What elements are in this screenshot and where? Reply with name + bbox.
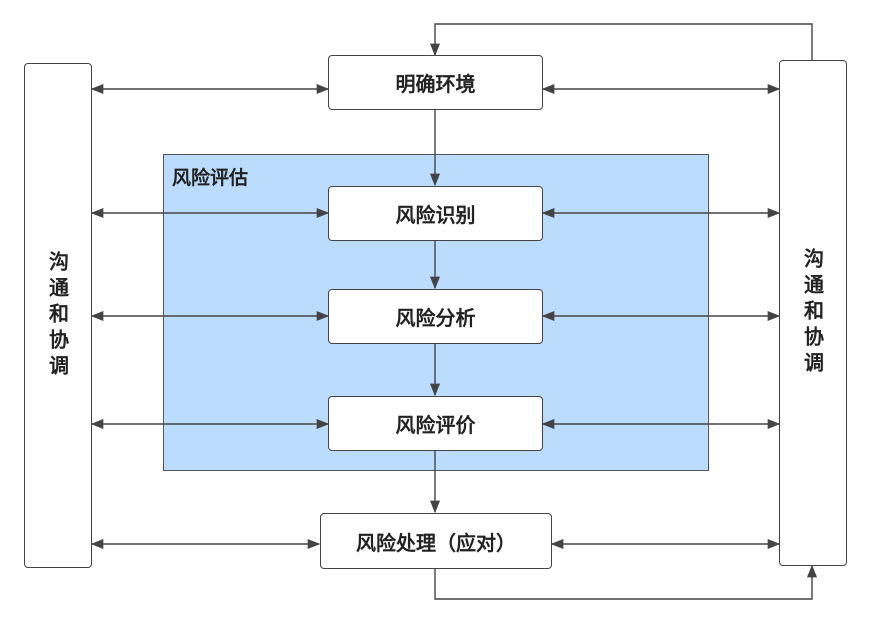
- step-risk-treatment: 风险处理（应对）: [320, 513, 552, 569]
- right-communication-panel: 沟通和协调: [779, 60, 847, 566]
- risk-assessment-label: 风险评估: [172, 167, 249, 189]
- step-risk-evaluation: 风险评价: [328, 396, 543, 451]
- step-risk-identification: 风险识别: [328, 186, 543, 241]
- left-panel-label: 沟通和协调: [45, 250, 70, 381]
- feedback-loop-top: [429, 23, 813, 60]
- feedback-loop-bottom: [434, 564, 818, 600]
- step-label: 风险处理（应对）: [356, 530, 516, 555]
- right-panel-label: 沟通和协调: [800, 248, 825, 378]
- step-label: 明确环境: [395, 72, 476, 96]
- left-communication-panel: 沟通和协调: [24, 63, 92, 568]
- step-label: 风险评价: [395, 413, 476, 437]
- step-establish-context: 明确环境: [328, 55, 543, 110]
- step-risk-analysis: 风险分析: [328, 289, 543, 344]
- step-label: 风险识别: [395, 203, 476, 227]
- step-label: 风险分析: [395, 306, 476, 330]
